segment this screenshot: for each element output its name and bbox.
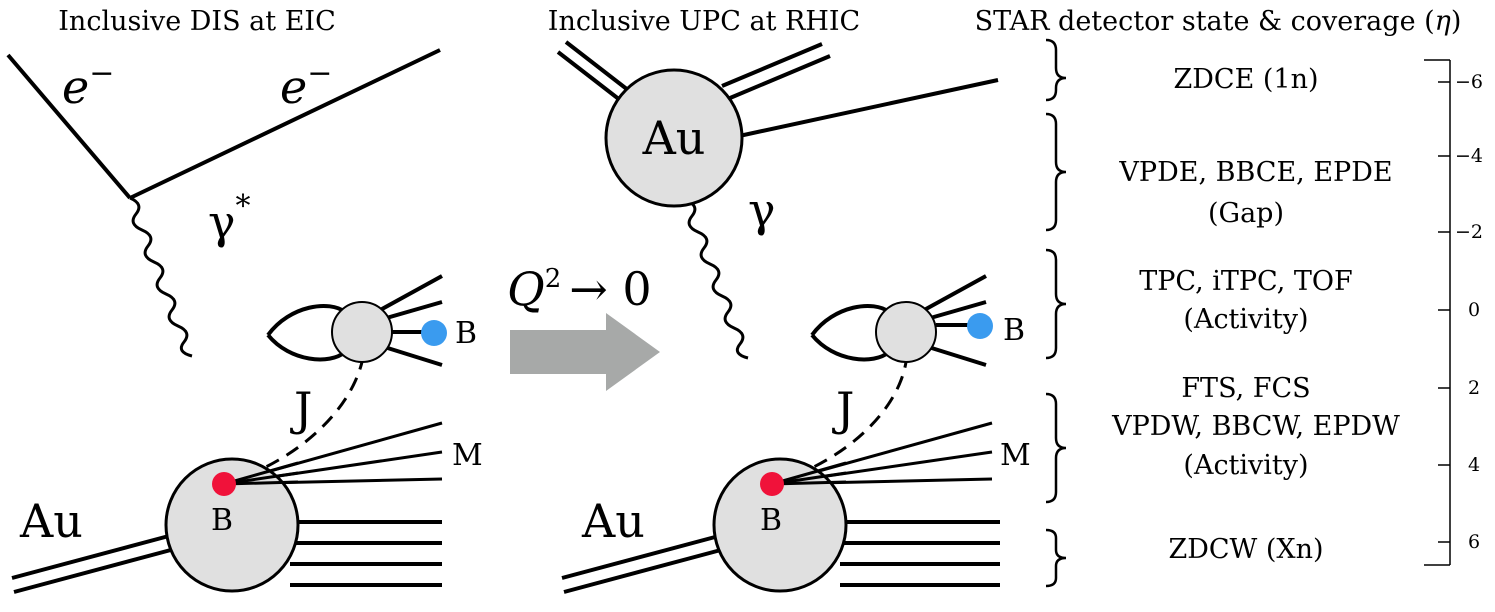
detector-list: ZDCE (1n) VPDE, BBCE, EPDE (Gap) TPC, iT… [1111, 64, 1400, 565]
detector-zdcw: ZDCW (Xn) [1168, 534, 1323, 565]
label-electron-out: e− [280, 56, 332, 114]
label-nucleus-top-middle: Au [642, 111, 706, 165]
title-left: Inclusive DIS at EIC [58, 6, 335, 37]
detector-forward: FTS, FCS [1181, 373, 1310, 404]
baryon-red-dot-left [212, 472, 236, 496]
eta-tick: 4 [1468, 454, 1480, 476]
nucleus-blob-top-middle [604, 68, 744, 208]
baryon-blue-dot-left [421, 320, 447, 346]
baryon-red-dot-middle [760, 472, 784, 496]
detector-braces [1045, 38, 1067, 588]
nucleus-blob-bottom-middle [712, 457, 848, 593]
electron-in-line [6, 53, 132, 200]
label-meson-middle: M [1000, 438, 1031, 473]
nucleus-blob-left [164, 457, 300, 593]
eta-tick: −2 [1455, 221, 1483, 243]
detector-west-note: (Activity) [1183, 450, 1308, 481]
title-middle: Inclusive UPC at RHIC [548, 6, 860, 37]
detector-east-gap-note: (Gap) [1208, 198, 1284, 229]
hadron-blob-middle [875, 301, 937, 363]
detector-central: TPC, iTPC, TOF [1139, 266, 1353, 297]
baryon-blue-dot-middle [967, 313, 993, 339]
detector-east-gap: VPDE, BBCE, EPDE [1118, 157, 1392, 188]
label-baryon-bottom-left: B [211, 503, 233, 538]
label-photon-left: γ* [208, 189, 251, 249]
label-baryon-bottom-middle: B [760, 503, 782, 538]
hadron-blob-left [331, 301, 393, 363]
detector-central-note: (Activity) [1183, 304, 1308, 335]
label-exchange-left: J [290, 382, 312, 436]
label-electron-in: e− [62, 56, 114, 114]
title-right: STAR detector state & coverage (η) [975, 6, 1462, 37]
eta-tick-labels: −6 −4 −2 0 2 4 6 [1455, 71, 1483, 553]
label-photon-middle: γ [748, 183, 776, 237]
label-meson-left: M [452, 438, 483, 473]
label-exchange-middle: J [832, 382, 854, 436]
q2-arrow [510, 313, 660, 391]
eta-tick: 2 [1468, 377, 1480, 399]
electron-out-line [129, 48, 441, 200]
detector-west: VPDW, BBCW, EPDW [1111, 411, 1400, 442]
eta-axis [1424, 59, 1451, 566]
eta-tick: 0 [1468, 299, 1480, 321]
label-q2-limit: Q2→ 0 [507, 262, 652, 316]
eta-tick: −6 [1455, 71, 1483, 93]
label-nucleus-bottom-middle: Au [581, 494, 645, 548]
eta-tick: −4 [1455, 145, 1483, 167]
label-baryon-top-middle: B [1003, 313, 1025, 348]
detector-zdce: ZDCE (1n) [1174, 64, 1319, 95]
photon-wave [129, 196, 193, 358]
eta-tick: 6 [1468, 531, 1480, 553]
label-nucleus-left: Au [19, 494, 83, 548]
label-baryon-top-left: B [455, 316, 477, 351]
